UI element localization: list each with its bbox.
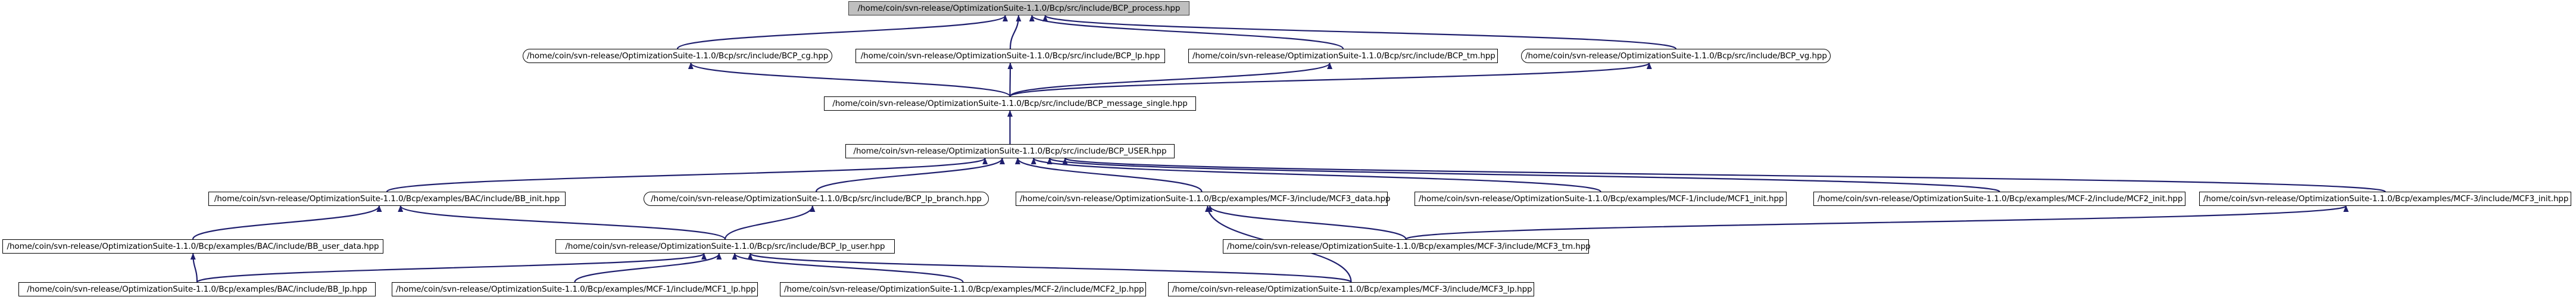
graph-node-bb_user_data[interactable]: /home/coin/svn-release/OptimizationSuite… [2, 239, 383, 254]
graph-node-mcf3_lp[interactable]: /home/coin/svn-release/OptimizationSuite… [1168, 282, 1534, 296]
graph-node-mcf1_init[interactable]: /home/coin/svn-release/OptimizationSuite… [1415, 192, 1787, 206]
graph-edge-bcp_message_single-to-bcp_vg [1009, 62, 1652, 98]
graph-node-bcp_cg[interactable]: /home/coin/svn-release/OptimizationSuite… [523, 49, 832, 63]
graph-edge-mcf1_lp-to-bcp_lp_user [574, 253, 722, 283]
graph-edge-mcf3_init-to-bcp_user [1063, 157, 2386, 193]
graph-edge-bcp_lp_user-to-bb_init [398, 205, 726, 240]
graph-edge-mcf3_data-to-bcp_user [1014, 158, 1203, 192]
graph-node-bcp_lp[interactable]: /home/coin/svn-release/OptimizationSuite… [855, 49, 1165, 63]
graph-node-mcf2_init[interactable]: /home/coin/svn-release/OptimizationSuite… [1813, 192, 2185, 206]
graph-edge-bcp_cg-to-bcp_process [676, 14, 1008, 50]
graph-node-bcp_lp_branch[interactable]: /home/coin/svn-release/OptimizationSuite… [644, 192, 989, 206]
graph-node-bcp_lp_user[interactable]: /home/coin/svn-release/OptimizationSuite… [555, 239, 895, 254]
graph-node-mcf1_lp[interactable]: /home/coin/svn-release/OptimizationSuite… [392, 282, 758, 296]
graph-node-mcf3_data[interactable]: /home/coin/svn-release/OptimizationSuite… [1016, 192, 1391, 206]
graph-node-mcf3_init[interactable]: /home/coin/svn-release/OptimizationSuite… [2199, 192, 2571, 206]
graph-edge-mcf3_tm-to-mcf3_init [1405, 205, 2349, 240]
graph-node-bcp_vg[interactable]: /home/coin/svn-release/OptimizationSuite… [1521, 49, 1831, 63]
graph-edge-bcp_lp_user-to-bcp_lp_branch [724, 205, 816, 240]
graph-node-mcf3_tm[interactable]: /home/coin/svn-release/OptimizationSuite… [1223, 239, 1591, 254]
graph-edge-bcp_message_single-to-bcp_tm [1009, 62, 1332, 98]
graph-node-bb_lp[interactable]: /home/coin/svn-release/OptimizationSuite… [18, 282, 376, 296]
graph-node-mcf2_lp[interactable]: /home/coin/svn-release/OptimizationSuite… [780, 282, 1146, 296]
graph-node-bb_init[interactable]: /home/coin/svn-release/OptimizationSuite… [208, 192, 566, 206]
graph-edge-bcp_lp_branch-to-bcp_user [815, 158, 1005, 192]
graph-edge-bcp_tm-to-bcp_process [1029, 15, 1344, 49]
graph-edge-bb_init-to-bcp_user [386, 157, 988, 193]
graph-edge-mcf3_lp-to-bcp_lp_user [747, 252, 1352, 283]
graph-node-bcp_user[interactable]: /home/coin/svn-release/OptimizationSuite… [845, 144, 1175, 158]
graph-edge-mcf1_init-to-bcp_user [1031, 157, 1601, 193]
graph-edge-bcp_lp-to-bcp_process [1009, 15, 1022, 49]
graph-edge-bcp_vg-to-bcp_process [1042, 14, 1677, 50]
graph-node-bcp_tm[interactable]: /home/coin/svn-release/OptimizationSuite… [1188, 49, 1498, 63]
graph-node-bcp_process[interactable]: /home/coin/svn-release/OptimizationSuite… [848, 1, 1189, 15]
graph-edge-mcf2_lp-to-bcp_lp_user [732, 252, 964, 283]
graph-edge-bb_lp-to-bb_user_data [190, 253, 198, 283]
graph-edge-bb_lp-to-bcp_lp_user [196, 252, 707, 283]
graph-edge-bcp_message_single-to-bcp_cg [688, 62, 1011, 98]
graph-edge-mcf3_tm-to-mcf3_data [1207, 205, 1407, 240]
graph-edge-bb_user_data-to-bb_init [192, 205, 382, 240]
graph-edge-mcf2_init-to-bcp_user [1047, 157, 2000, 193]
graph-node-bcp_message_single[interactable]: /home/coin/svn-release/OptimizationSuite… [824, 96, 1196, 111]
